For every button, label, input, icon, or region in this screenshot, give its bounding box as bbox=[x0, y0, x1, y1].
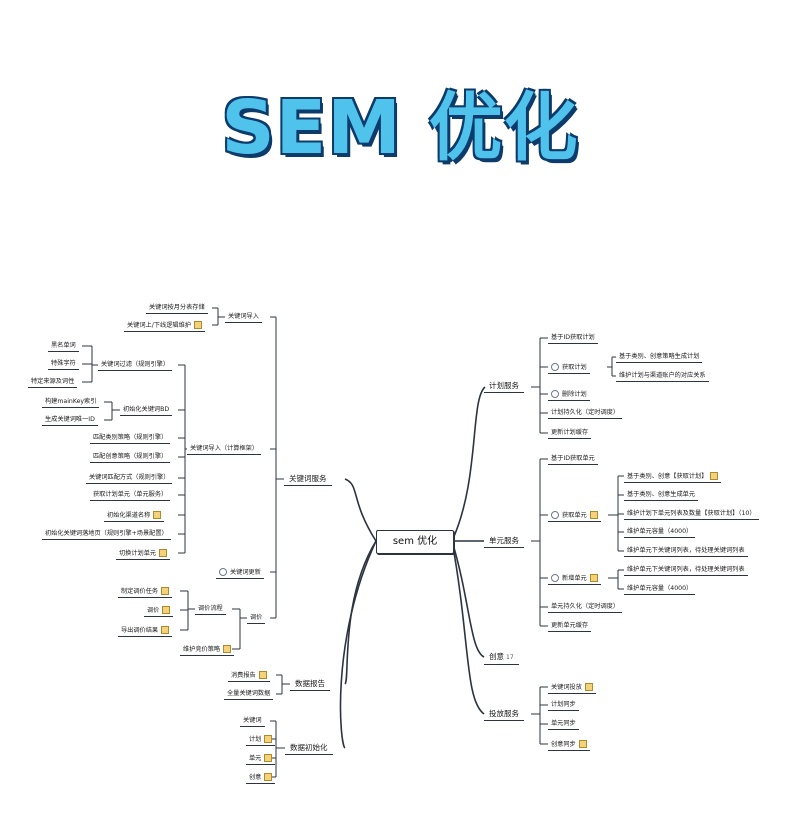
plan-cache[interactable]: 更新计划缓存 bbox=[548, 428, 592, 439]
switch-plan-unit[interactable]: 切换计划单元 bbox=[116, 548, 171, 560]
keyword-monthly-storage[interactable]: 关键词按月分表存储 bbox=[146, 303, 208, 314]
unit-add-sub-1[interactable]: 维护单元下关键词列表，待处理关键词列表 bbox=[624, 565, 748, 576]
creative-count: 17 bbox=[506, 654, 514, 661]
full-keyword-data[interactable]: 全量关键词数据 bbox=[224, 689, 274, 700]
note-icon bbox=[159, 549, 168, 557]
plan-gen-by-category[interactable]: 基于类别、创意策略生成计划 bbox=[616, 352, 703, 363]
match-creative[interactable]: 匹配创意策略（规则引擎） bbox=[90, 452, 171, 463]
export-tune-result[interactable]: 导出调价结果 bbox=[118, 625, 173, 637]
build-mainkey-index[interactable]: 构建mainKey索引 bbox=[42, 397, 100, 408]
init-unit[interactable]: 单元 bbox=[246, 753, 276, 765]
note-icon bbox=[710, 472, 719, 480]
note-icon bbox=[161, 587, 170, 595]
deliver-unit-sync[interactable]: 单元同步 bbox=[548, 719, 579, 730]
init-keyword[interactable]: 关键词 bbox=[240, 716, 265, 727]
match-category[interactable]: 匹配类别策略（规则引擎） bbox=[90, 433, 171, 444]
unit-get-sub-1[interactable]: 基于类别、创意【获取计划】 bbox=[624, 471, 722, 483]
match-mode[interactable]: 关键词匹配方式（规则引擎） bbox=[86, 473, 173, 484]
collapse-icon bbox=[219, 568, 227, 576]
deliver-creative-sync[interactable]: 创意同步 bbox=[548, 739, 590, 751]
note-icon bbox=[161, 626, 170, 634]
unit-get-sub-2[interactable]: 基于类别、创意生成单元 bbox=[624, 490, 699, 501]
note-icon bbox=[162, 606, 171, 614]
unit-add[interactable]: 新增单元 bbox=[548, 573, 601, 585]
make-tune-task[interactable]: 制定调价任务 bbox=[118, 586, 173, 598]
data-report-node[interactable]: 数据报告 bbox=[290, 678, 330, 691]
keyword-update-node[interactable]: 关键词更新 bbox=[216, 567, 264, 579]
note-icon bbox=[153, 511, 162, 519]
unit-cache[interactable]: 更新单元缓存 bbox=[548, 621, 592, 632]
plan-delete[interactable]: 删除计划 bbox=[548, 389, 590, 401]
page-title: SEM 优化 bbox=[221, 85, 579, 171]
data-init-node[interactable]: 数据初始化 bbox=[285, 742, 333, 755]
keyword-online-offline[interactable]: 关键词上/下线逻辑维护 bbox=[124, 320, 205, 332]
init-creative[interactable]: 创意 bbox=[246, 772, 276, 784]
collapse-icon bbox=[551, 574, 559, 582]
unit-get-sub-3[interactable]: 维护计划下单元列表及数量【获取计划】（10） bbox=[624, 509, 759, 520]
tune-action[interactable]: 调价 bbox=[144, 605, 174, 617]
note-icon bbox=[223, 645, 232, 653]
plan-channel-map[interactable]: 维护计划与渠道账户的对应关系 bbox=[616, 371, 709, 382]
collapse-icon bbox=[551, 511, 559, 519]
plan-get[interactable]: 获取计划 bbox=[548, 362, 590, 374]
note-icon bbox=[258, 671, 267, 679]
gen-keyword-id[interactable]: 生成关键词唯一ID bbox=[42, 415, 98, 426]
unit-get[interactable]: 获取单元 bbox=[548, 510, 601, 522]
keyword-service-node[interactable]: 关键词服务 bbox=[284, 473, 332, 486]
note-icon bbox=[589, 574, 598, 582]
unit-service-node[interactable]: 单元服务 bbox=[484, 535, 524, 548]
unit-add-sub-2[interactable]: 维护单元容量（4000） bbox=[624, 584, 696, 595]
unit-persist[interactable]: 单元持久化（定时调度） bbox=[548, 602, 623, 613]
keyword-compute-node[interactable]: 关键词导入（计算框架） bbox=[187, 444, 262, 455]
filter-blacklist[interactable]: 黑名单词 bbox=[48, 341, 79, 352]
bid-strategy[interactable]: 维护竞价策略 bbox=[180, 644, 235, 656]
plan-persist[interactable]: 计划持久化（定时调度） bbox=[548, 408, 623, 419]
note-icon bbox=[589, 511, 598, 519]
root-node[interactable]: sem 优化 bbox=[376, 530, 454, 554]
init-channel-name[interactable]: 初始化渠道名称 bbox=[104, 510, 165, 522]
init-plan[interactable]: 计划 bbox=[246, 734, 276, 746]
note-icon bbox=[578, 740, 587, 748]
note-icon bbox=[264, 735, 273, 743]
get-plan-unit[interactable]: 获取计划单元（单元服务） bbox=[90, 490, 171, 501]
unit-get-sub-5[interactable]: 维护单元下关键词列表，待处理关键词列表 bbox=[624, 546, 748, 557]
consume-report[interactable]: 消费报告 bbox=[228, 670, 270, 682]
deliver-keyword[interactable]: 关键词投放 bbox=[548, 682, 596, 694]
plan-get-by-id[interactable]: 基于ID获取计划 bbox=[548, 333, 598, 344]
note-icon bbox=[264, 773, 273, 781]
note-icon bbox=[264, 754, 273, 762]
filter-source-pos[interactable]: 特定来源及词性 bbox=[28, 377, 78, 388]
keyword-import-node[interactable]: 关键词导入 bbox=[225, 312, 262, 323]
tune-price-node[interactable]: 调价 bbox=[247, 613, 266, 624]
collapse-icon bbox=[551, 390, 559, 398]
deliver-service-node[interactable]: 投放服务 bbox=[484, 708, 524, 721]
unit-get-by-id[interactable]: 基于ID获取单元 bbox=[548, 454, 598, 465]
keyword-init-bd-node[interactable]: 初始化关键词BD bbox=[120, 405, 173, 416]
note-icon bbox=[584, 683, 593, 691]
tune-process-node[interactable]: 调价流程 bbox=[195, 604, 226, 615]
collapse-icon bbox=[551, 363, 559, 371]
unit-get-sub-4[interactable]: 维护单元容量（4000） bbox=[624, 527, 696, 538]
deliver-plan-sync[interactable]: 计划同步 bbox=[548, 700, 579, 711]
keyword-filter-node[interactable]: 关键词过滤（规则引擎） bbox=[98, 360, 173, 371]
plan-service-node[interactable]: 计划服务 bbox=[484, 380, 524, 393]
note-icon bbox=[193, 321, 202, 329]
filter-special-chars[interactable]: 特殊字符 bbox=[48, 359, 79, 370]
init-landing-page[interactable]: 初始化关键词落地页（规则引擎+场景配置） bbox=[42, 529, 171, 540]
